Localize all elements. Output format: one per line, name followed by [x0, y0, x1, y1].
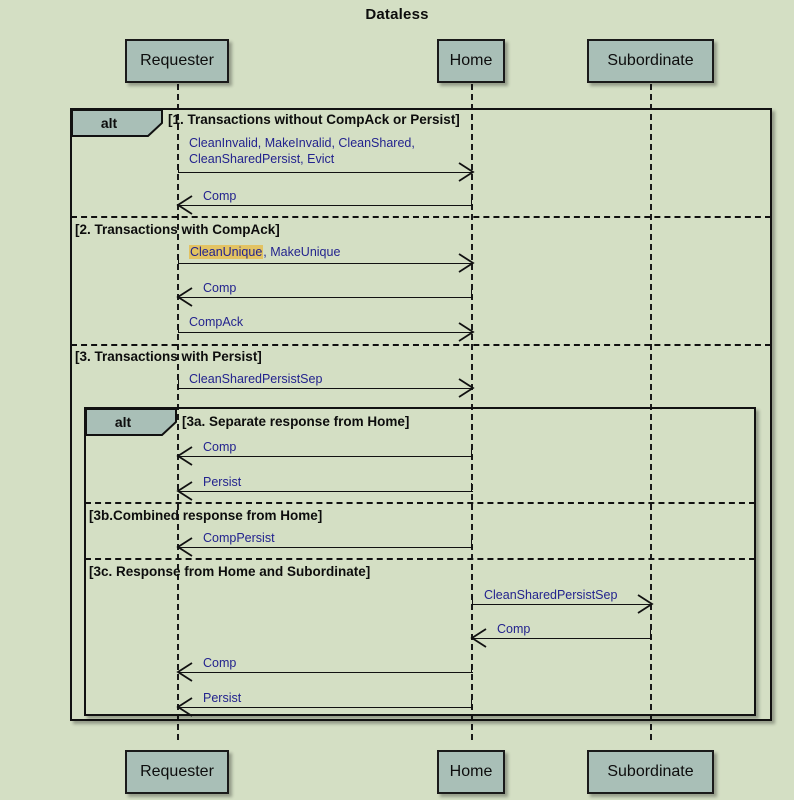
guard-outer-2: [2. Transactions with CompAck]: [75, 222, 280, 237]
fragment-alt-outer-operator-text: alt: [74, 112, 144, 134]
page-title: Dataless: [365, 6, 429, 23]
lifeline-requester: [177, 84, 179, 740]
message-line-m2: [178, 205, 473, 206]
participant-requester[interactable]: Requester: [125, 39, 229, 83]
fragment-alt-inner-operator: alt: [88, 411, 158, 433]
participant-subordinate-bottom-label: Subordinate: [607, 763, 694, 780]
message-arrowhead-m13: [176, 697, 193, 717]
message-line-m3: [178, 263, 473, 264]
message-stub-m2: [471, 197, 472, 205]
message-label-m1-line2: CleanSharedPersist, Evict: [189, 152, 335, 166]
message-label-m9: CompPersist: [203, 531, 275, 545]
message-stub-m7: [471, 448, 472, 456]
fragment-alt-inner-operator-label: alt: [114, 414, 132, 430]
message-arrowhead-m3: [458, 253, 475, 273]
participant-subordinate-label: Subordinate: [607, 52, 694, 69]
message-label-m8: Persist: [203, 475, 242, 489]
participant-requester-bottom-label: Requester: [140, 763, 214, 780]
participant-home[interactable]: Home: [437, 39, 505, 83]
message-line-m7: [178, 456, 473, 457]
message-label-m6: CleanSharedPersistSep: [189, 372, 323, 386]
fragment-alt-outer-operator-label-text: alt: [100, 115, 118, 131]
fragment-alt-outer-tab-shape: [71, 109, 163, 137]
message-line-m6: [178, 388, 473, 389]
message-stub-m13: [471, 699, 472, 707]
message-line-m11: [472, 638, 652, 639]
participant-home-bottom-label: Home: [449, 763, 493, 780]
message-label-m3-highlighted: CleanUnique: [189, 245, 264, 259]
message-arrowhead-m5: [458, 322, 475, 342]
message-label-m13: Persist: [203, 691, 242, 705]
participant-home-bottom[interactable]: Home: [437, 750, 505, 794]
message-arrowhead-m7: [176, 446, 193, 466]
guard-inner-3b: [3b.Combined response from Home]: [89, 508, 323, 523]
guard-inner-3a: [3a. Separate response from Home]: [182, 414, 410, 429]
operand-separator-outer-1: [71, 216, 771, 218]
message-line-m13: [178, 707, 473, 708]
message-line-m4: [178, 297, 473, 298]
message-label-m3: CleanUnique, MakeUnique: [189, 245, 340, 260]
message-line-m10: [472, 604, 652, 605]
message-line-m9: [178, 547, 473, 548]
lifeline-subordinate: [650, 84, 652, 740]
message-label-m11: Comp: [497, 622, 531, 636]
fragment-alt-inner: [84, 407, 756, 716]
participant-requester-label: Requester: [140, 52, 214, 69]
participant-home-label: Home: [449, 52, 493, 69]
message-stub-m5: [178, 324, 179, 332]
participant-requester-bottom[interactable]: Requester: [125, 750, 229, 794]
message-line-m12: [178, 672, 473, 673]
message-arrowhead-m10: [637, 594, 654, 614]
message-arrowhead-m9: [176, 537, 193, 557]
message-stub-m3: [178, 255, 179, 263]
message-stub-m1: [178, 164, 179, 172]
message-arrowhead-m11: [470, 628, 487, 648]
message-line-m8: [178, 491, 473, 492]
message-stub-m12: [471, 664, 472, 672]
fragment-alt-outer: [70, 108, 772, 721]
message-stub-m6: [178, 380, 179, 388]
message-arrowhead-m1: [458, 162, 475, 182]
guard-outer-3: [3. Transactions with Persist]: [75, 349, 262, 364]
message-arrowhead-m6: [458, 378, 475, 398]
operand-separator-inner-2: [85, 558, 755, 560]
message-label-m7: Comp: [203, 440, 237, 454]
fragment-alt-inner-tab-shape: [85, 408, 177, 436]
message-stub-m10: [472, 596, 473, 604]
message-line-m5: [178, 332, 473, 333]
message-label-m1-line1: CleanInvalid, MakeInvalid, CleanShared,: [189, 136, 415, 150]
participant-subordinate-bottom[interactable]: Subordinate: [587, 750, 714, 794]
message-stub-m11: [650, 630, 651, 638]
message-label-m10: CleanSharedPersistSep: [484, 588, 618, 602]
message-stub-m9: [471, 539, 472, 547]
message-label-m2: Comp: [203, 189, 237, 203]
message-arrowhead-m2: [176, 195, 193, 215]
message-line-m1: [178, 172, 473, 173]
message-label-m12: Comp: [203, 656, 237, 670]
operand-separator-inner-1: [85, 502, 755, 504]
guard-outer-1: [1. Transactions without CompAck or Pers…: [168, 112, 460, 127]
message-arrowhead-m12: [176, 662, 193, 682]
lifeline-home: [471, 84, 473, 740]
message-label-m3-rest: , MakeUnique: [263, 245, 341, 259]
message-stub-m4: [471, 289, 472, 297]
message-arrowhead-m4: [176, 287, 193, 307]
message-arrowhead-m8: [176, 481, 193, 501]
participant-subordinate[interactable]: Subordinate: [587, 39, 714, 83]
message-label-m4: Comp: [203, 281, 237, 295]
guard-inner-3c: [3c. Response from Home and Subordinate]: [89, 564, 371, 579]
message-label-m5: CompAck: [189, 315, 244, 329]
message-stub-m8: [471, 483, 472, 491]
operand-separator-outer-2: [71, 344, 771, 346]
